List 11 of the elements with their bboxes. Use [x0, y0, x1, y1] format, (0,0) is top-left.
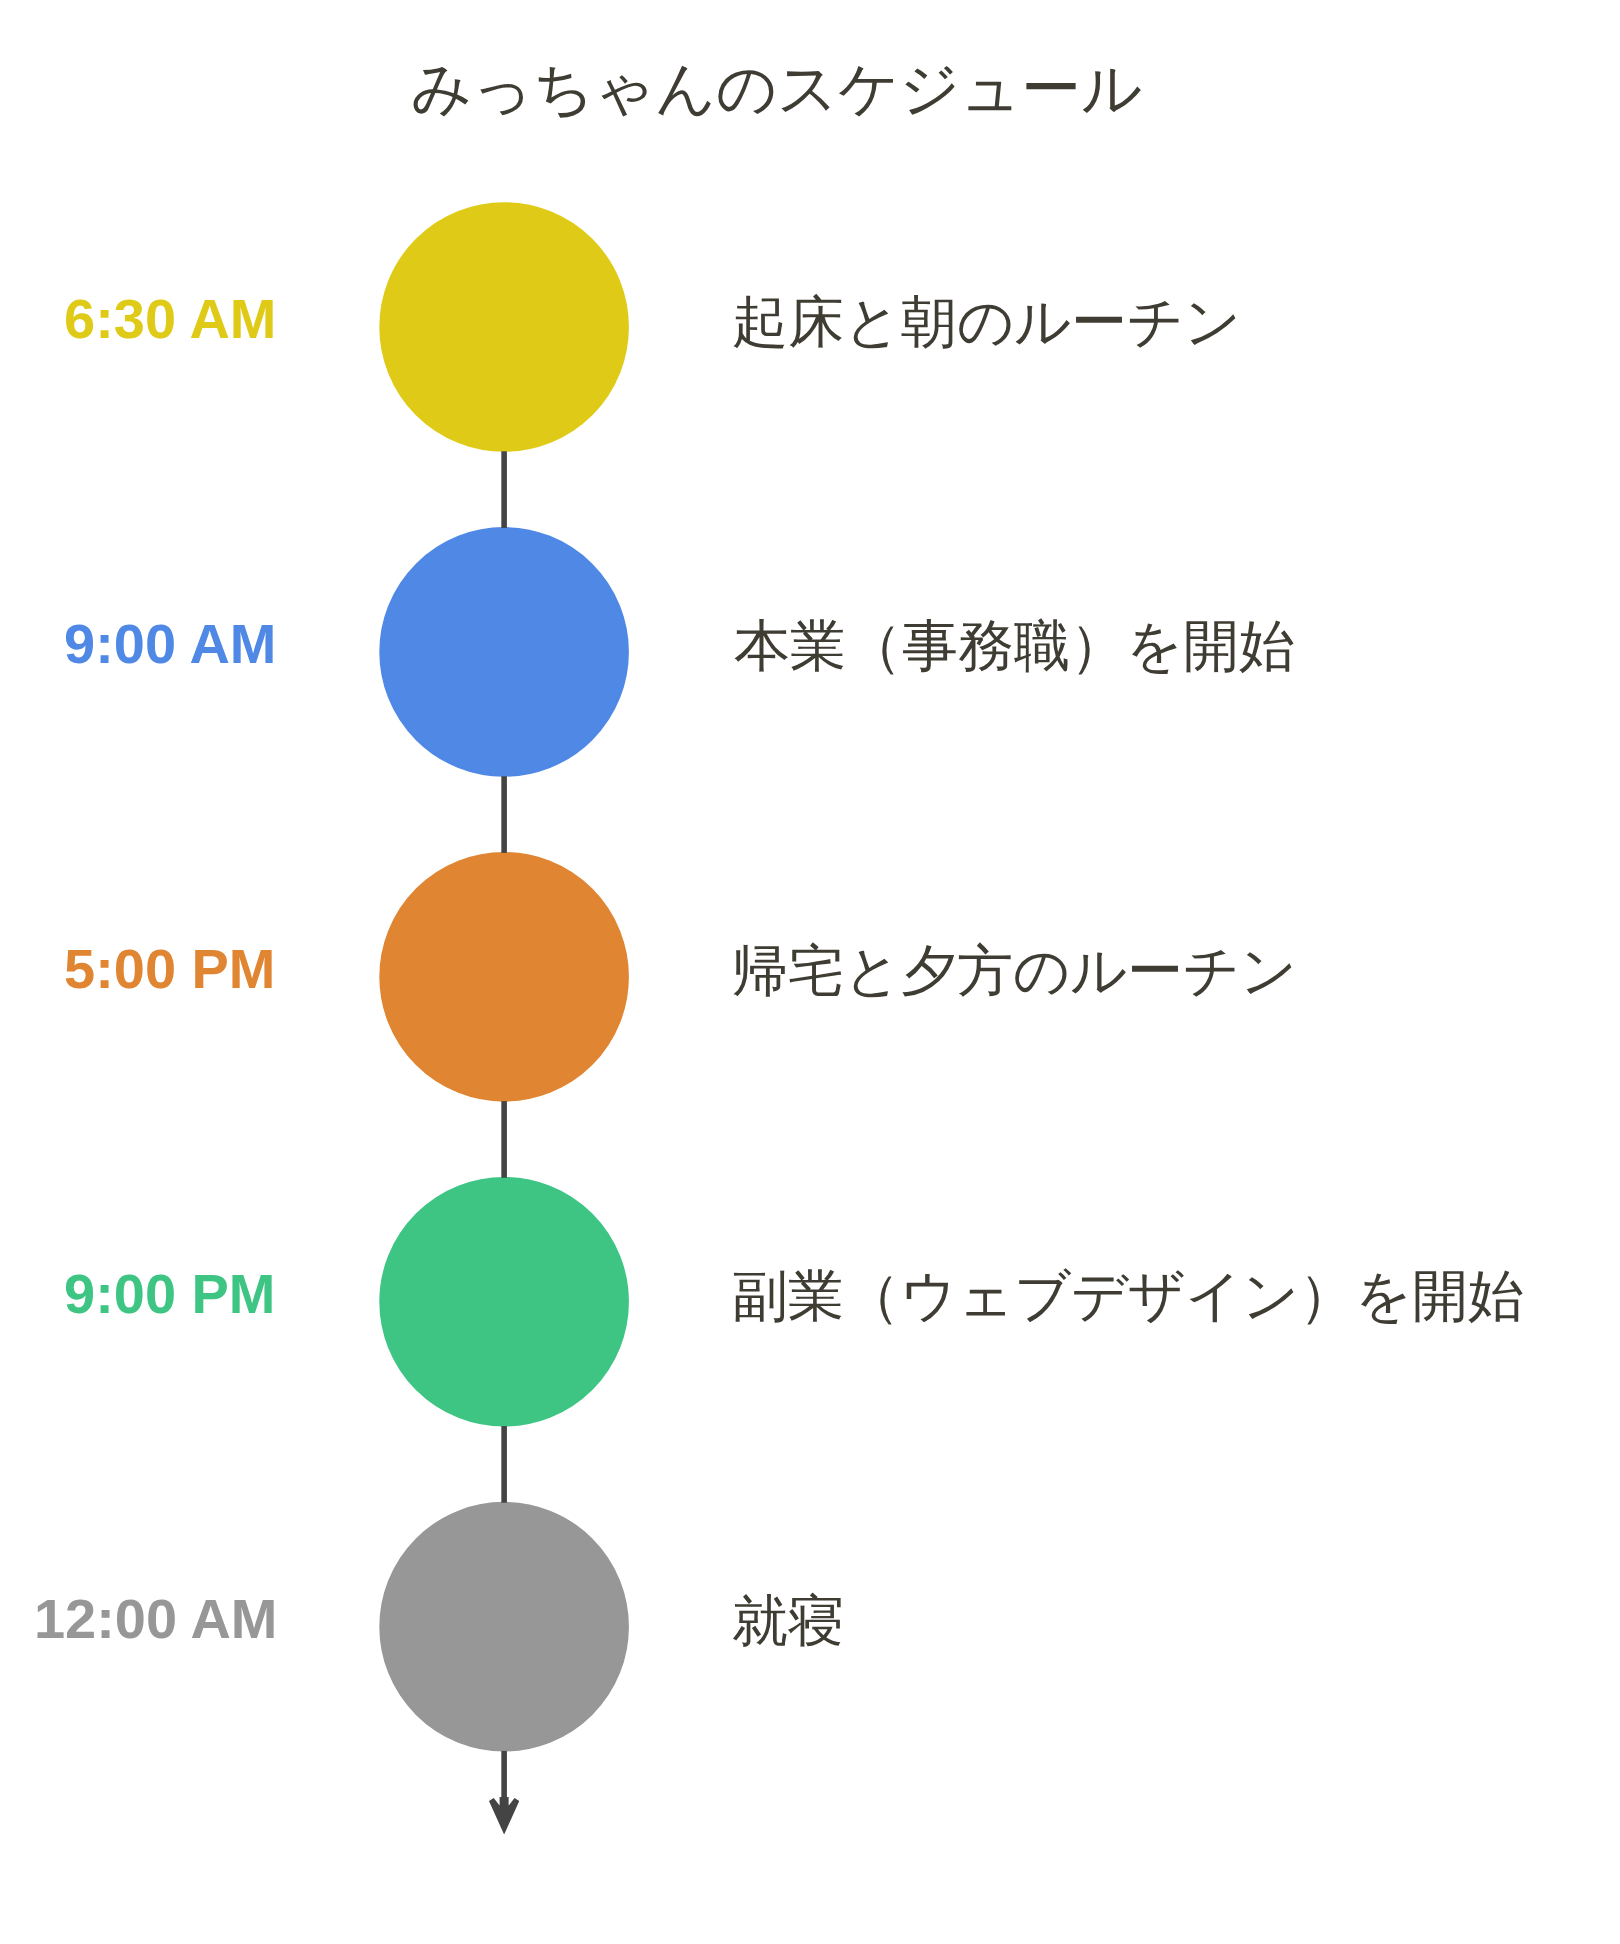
- node-label: 起床と朝のルーチン: [731, 288, 1241, 354]
- node-label: 就寝: [732, 1588, 845, 1654]
- diagram-title: みっちゃんのスケジュール: [411, 53, 1143, 124]
- node-label: 帰宅と夕方のルーチン: [731, 938, 1297, 1004]
- node-label: 9:00 PM: [64, 1262, 276, 1326]
- node-label: 5:00 PM: [64, 937, 276, 1001]
- node-label: 6:30 AM: [64, 287, 277, 351]
- node-label: 本業（事務職）を開始: [733, 613, 1295, 679]
- node-label: 12:00 AM: [33, 1587, 278, 1651]
- node-label: 副業（ウェブデザイン）を開始: [732, 1263, 1525, 1329]
- node-label: 9:00 AM: [64, 612, 277, 676]
